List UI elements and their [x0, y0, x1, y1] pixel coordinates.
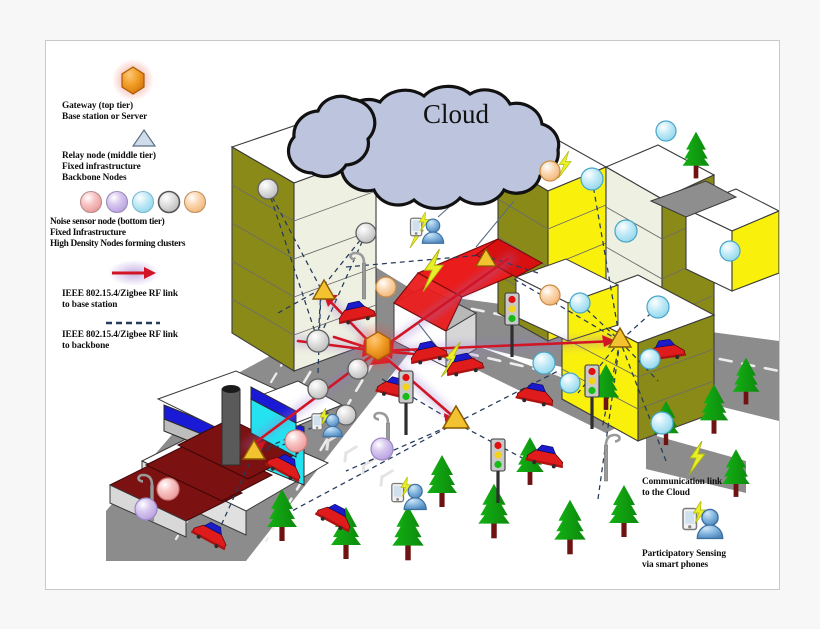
legend-cloud-link-line1: Communication link: [642, 477, 723, 487]
sensor-node: [370, 437, 394, 461]
relay-nodes: [241, 247, 633, 460]
legend-sensor-line3: High Density Nodes forming clusters: [50, 239, 186, 249]
legend-rf-base-line2: to base station: [62, 300, 118, 310]
sensor-node: [307, 378, 329, 400]
legend-sensor-line1: Noise sensor node (bottom tier): [50, 217, 165, 227]
sensor-node: [639, 348, 661, 370]
sensor-node: [580, 167, 604, 191]
sensor-node: [284, 429, 308, 453]
legend-rf-backbone-line1: IEEE 802.15.4/Zigbee RF link: [62, 330, 178, 340]
cloud-label: Cloud: [422, 99, 489, 129]
legend-relay-line1: Relay node (middle tier): [62, 151, 156, 161]
building-yellow-right-low: [649, 180, 779, 292]
legend-gateway-icon: [112, 59, 154, 101]
legend-participatory-line1: Participatory Sensing: [642, 549, 726, 559]
sensor-node: [539, 160, 561, 182]
legend-rf-backbone-line2: to backbone: [62, 341, 110, 351]
legend-cloud-link-line2: to the Cloud: [642, 488, 690, 498]
sensor-node: [614, 219, 638, 243]
sensor-node: [719, 240, 741, 262]
legend-relay-icon: [131, 128, 157, 147]
sensor-node: [650, 411, 674, 435]
legend-rf-arrow-icon: [108, 260, 160, 286]
legend-participatory-line2: via smart phones: [642, 560, 709, 570]
legend-rf-base-line1: IEEE 802.15.4/Zigbee RF link: [62, 289, 178, 299]
sensor-node: [257, 178, 279, 200]
legend-relay-line2: Fixed infrastructure: [62, 162, 141, 172]
legend-sensor-swatches: [79, 190, 207, 214]
sensor-node: [355, 222, 377, 244]
factory: [108, 370, 330, 538]
sensor-node: [559, 372, 581, 394]
legend-right: Communication link to the Cloud Particip…: [642, 439, 779, 589]
legend-participatory-icon: [682, 501, 724, 540]
sensor-node: [646, 295, 670, 319]
legend-left: Gateway (top tier) Base station or Serve…: [46, 41, 296, 351]
legend-sensor-line2: Fixed Infrastructure: [50, 228, 126, 238]
legend-cloud-link-bolt-icon: [688, 440, 706, 476]
sensor-node: [655, 120, 677, 142]
legend-gateway-line2: Base station or Server: [62, 112, 148, 122]
cloud-shape: [286, 84, 561, 210]
sensor-node: [375, 276, 397, 298]
gateway-node: [352, 321, 404, 373]
sensor-node: [156, 477, 180, 501]
sensor-node: [134, 497, 158, 521]
scene-svg: [46, 41, 779, 589]
legend-relay-line3: Backbone Nodes: [62, 173, 127, 183]
diagram-canvas: Gateway (top tier) Base station or Serve…: [45, 40, 780, 590]
sensor-node: [306, 329, 330, 353]
legend-backbone-dash-icon: [106, 321, 160, 325]
sensor-node: [569, 292, 591, 314]
sensor-node: [532, 351, 556, 375]
sensor-node: [539, 284, 561, 306]
legend-gateway-line1: Gateway (top tier): [62, 101, 134, 111]
